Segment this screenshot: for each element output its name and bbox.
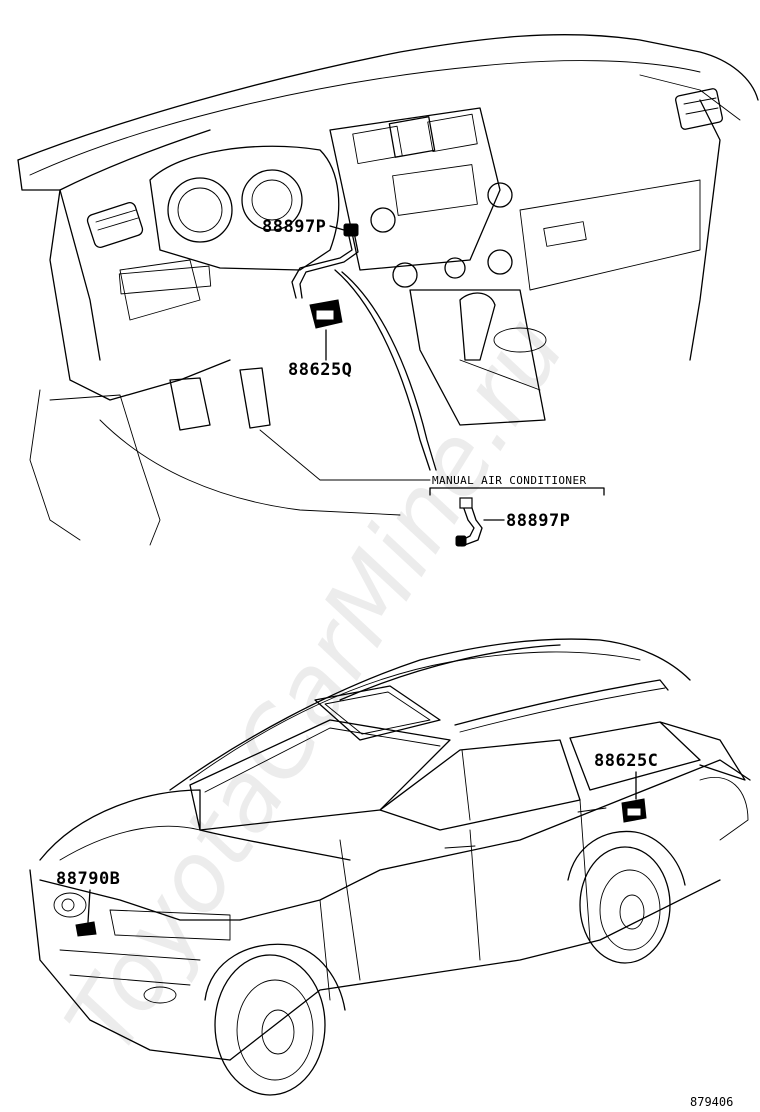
callout-88625q: 88625Q — [288, 360, 352, 380]
aspirator-hose-88897p — [291, 223, 359, 299]
callout-label: 88790B — [56, 869, 120, 889]
dashboard-illustration — [17, 33, 759, 546]
callout-88897p-upper: 88897P — [262, 217, 326, 237]
group-header: MANUAL AIR CONDITIONER — [432, 474, 587, 487]
figure-number: 879406 — [690, 1095, 733, 1109]
callout-label: 88625C — [594, 751, 658, 771]
manual-ac-group: MANUAL AIR CONDITIONER 88897P — [429, 474, 605, 547]
callout-label: 88625Q — [288, 360, 352, 380]
callout-label: 88897P — [506, 511, 570, 531]
callout-label: 88897P — [262, 217, 326, 237]
sensor-88625q-part — [309, 299, 343, 361]
callout-88790b: 88790B — [56, 869, 120, 889]
callout-88625c: 88625C — [594, 751, 658, 771]
vehicle-illustration — [29, 638, 751, 1096]
